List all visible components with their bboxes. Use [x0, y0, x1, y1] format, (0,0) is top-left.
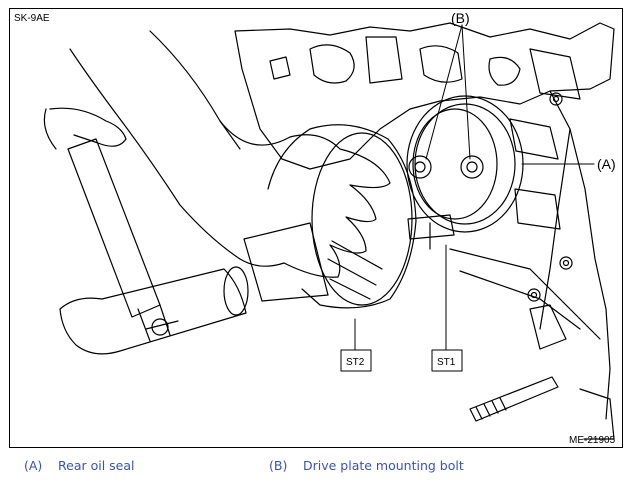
engine-block: [234, 22, 615, 440]
figure-legend: (A) Rear oil seal (B) Drive plate mounting…: [24, 458, 624, 476]
hammer: [59, 138, 249, 355]
engine-bolts: [527, 92, 573, 302]
legend-item-b: (B) Drive plate mounting bolt: [269, 458, 464, 473]
callout-b: (B): [451, 10, 470, 26]
callout-st2: ST2: [346, 357, 365, 368]
figure-id-label: SK-9AE: [14, 13, 50, 24]
legend-item-a: (A) Rear oil seal: [24, 458, 135, 473]
leader-lines: [354, 24, 595, 351]
legend-text-a: Rear oil seal: [58, 458, 135, 473]
figure-ref-code: ME-21905: [569, 435, 616, 446]
threaded-rod: [469, 376, 559, 422]
drive-plate-bolts: [408, 155, 484, 179]
legend-key-b: (B): [269, 458, 288, 473]
callout-a: (A): [597, 156, 616, 172]
figure-frame: SK-9AE (B) (A) ST2 ST1 ME-21905: [9, 8, 623, 448]
installation-illustration: SK-9AE (B) (A) ST2 ST1 ME-21905: [14, 10, 616, 446]
installer-tool-st1: [407, 214, 455, 250]
st1-callout-box: [431, 349, 463, 372]
installer-tool-st2: [243, 124, 417, 309]
legend-key-a: (A): [24, 458, 43, 473]
legend-text-b: Drive plate mounting bolt: [303, 458, 464, 473]
st2-callout-box: [340, 349, 372, 372]
hands: [43, 30, 391, 278]
callout-st1: ST1: [437, 357, 456, 368]
